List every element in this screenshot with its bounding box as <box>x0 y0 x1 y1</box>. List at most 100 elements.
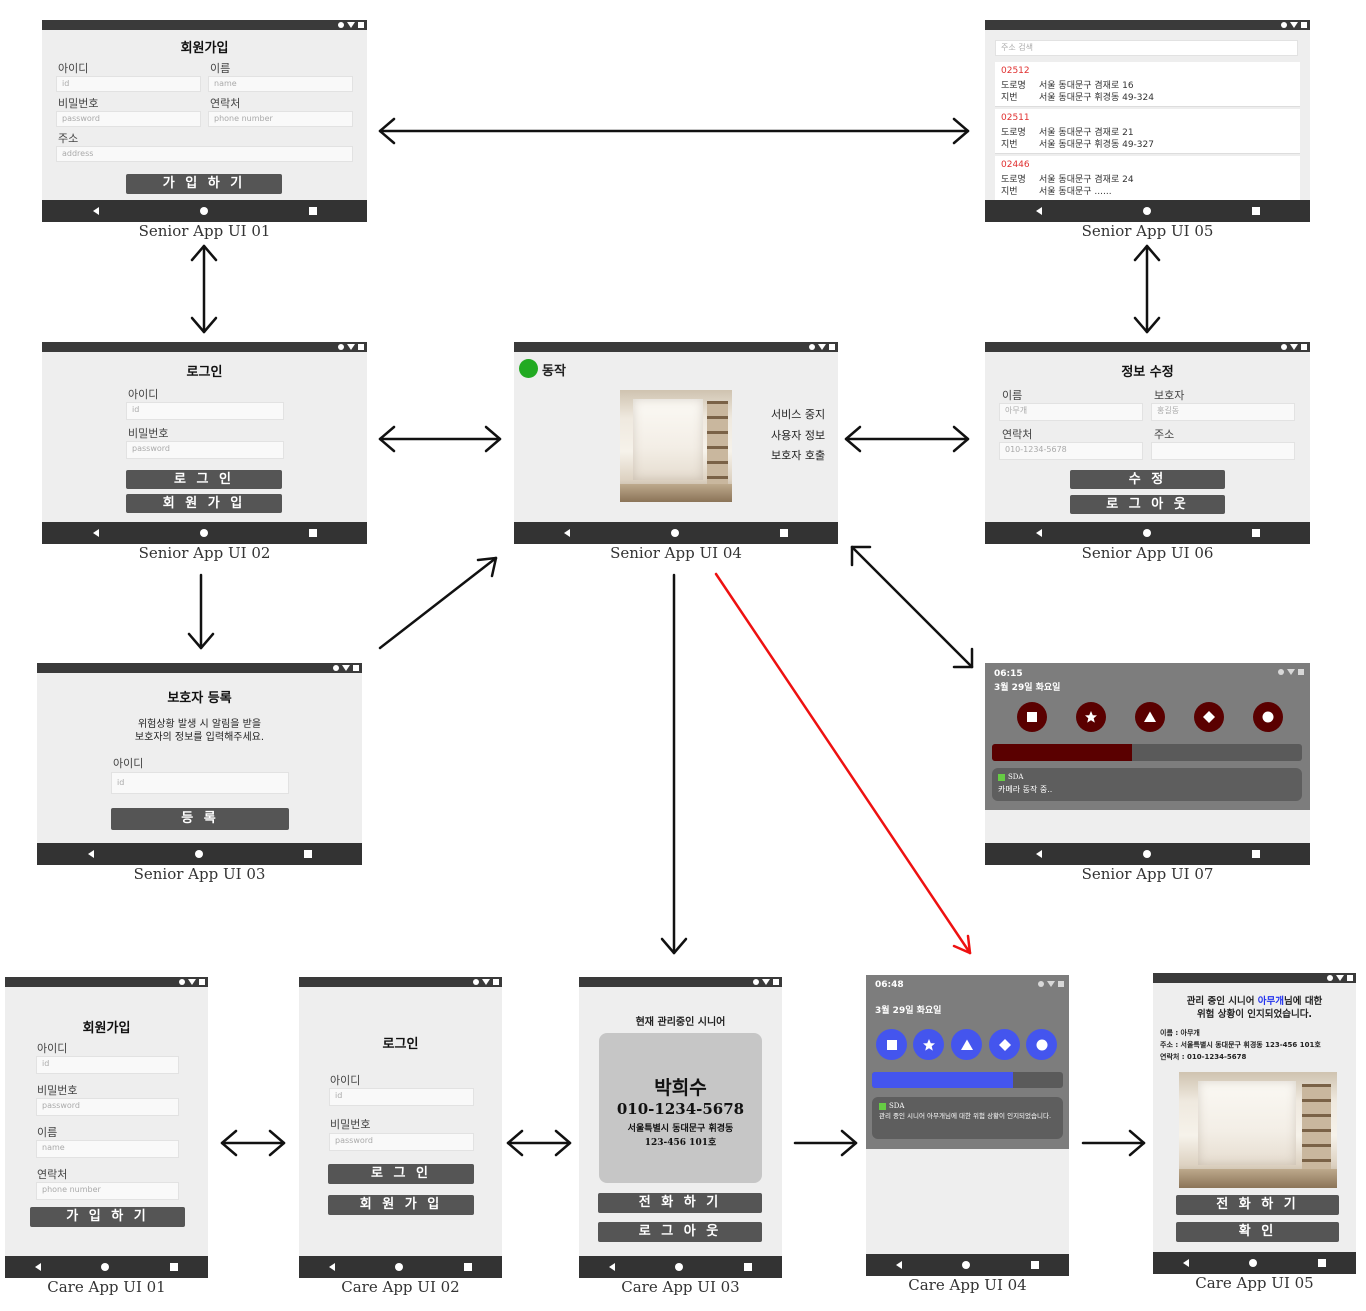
id-input[interactable]: id <box>56 76 201 92</box>
star-tile-icon[interactable] <box>913 1029 944 1060</box>
screen-senior-01: 회원가입 아이디 id 이름 name 비밀번호 password 연락처 ph… <box>42 20 367 222</box>
back-icon[interactable] <box>1035 207 1042 215</box>
signup-button[interactable]: 회 원 가 입 <box>328 1195 474 1215</box>
road-label: 도로명 <box>1001 128 1026 138</box>
login-button[interactable]: 로 그 인 <box>328 1164 474 1184</box>
back-icon[interactable] <box>35 1263 42 1271</box>
phone-label: 연락처 <box>1002 428 1033 441</box>
name-input[interactable]: 아무개 <box>999 403 1143 421</box>
password-input[interactable]: password <box>126 441 284 459</box>
name-input[interactable]: name <box>36 1140 179 1158</box>
home-icon[interactable] <box>1142 207 1151 215</box>
back-icon[interactable] <box>1035 529 1042 537</box>
id-label: 아이디 <box>58 62 89 75</box>
password-input[interactable]: password <box>56 111 201 127</box>
back-icon[interactable] <box>564 529 571 537</box>
home-icon[interactable] <box>1142 850 1151 858</box>
back-icon[interactable] <box>87 850 94 858</box>
recents-icon[interactable] <box>1251 207 1260 215</box>
brightness-slider[interactable] <box>992 744 1302 761</box>
arrow-s2-s3 <box>187 573 215 650</box>
senior-name-highlight: 아무개 <box>1257 996 1285 1007</box>
back-icon[interactable] <box>1183 1259 1190 1267</box>
recents-icon[interactable] <box>743 1263 752 1271</box>
recents-icon[interactable] <box>1030 1261 1039 1269</box>
logout-button[interactable]: 로 그 아 웃 <box>1070 495 1225 514</box>
home-icon[interactable] <box>670 529 679 537</box>
address-result-1[interactable]: 02512 도로명 서울 동대문구 겸재로 16 지번 서울 동대문구 휘경동 … <box>995 62 1300 107</box>
recents-icon[interactable] <box>779 529 788 537</box>
diamond-tile-icon[interactable] <box>989 1029 1020 1060</box>
page-title: 정보 수정 <box>1121 365 1174 380</box>
name-input[interactable]: name <box>208 76 353 92</box>
recents-icon[interactable] <box>169 1263 178 1271</box>
back-icon[interactable] <box>92 529 99 537</box>
diamond-tile-icon[interactable] <box>1194 702 1224 732</box>
guardian-input[interactable]: 홍길동 <box>1151 403 1295 421</box>
notification-card[interactable]: SDA 관리 중인 시니어 아무개님에 대한 위험 상황이 인지되었습니다. <box>872 1097 1063 1139</box>
road-label: 도로명 <box>1001 175 1026 185</box>
confirm-button[interactable]: 확 인 <box>1176 1222 1339 1242</box>
recents-icon[interactable] <box>308 207 317 215</box>
call-button[interactable]: 전 화 하 기 <box>598 1193 762 1213</box>
guardian-id-input[interactable]: id <box>111 772 289 794</box>
phone-input[interactable]: 010-1234-5678 <box>999 442 1143 460</box>
id-input[interactable]: id <box>329 1088 474 1106</box>
notification-card[interactable]: SDA 카메라 동작 중.. <box>992 768 1302 801</box>
logout-button[interactable]: 로 그 아 웃 <box>598 1222 762 1242</box>
login-button[interactable]: 로 그 인 <box>126 470 282 489</box>
id-input[interactable]: id <box>36 1056 179 1074</box>
signup-button[interactable]: 회 원 가 입 <box>126 494 282 513</box>
home-icon[interactable] <box>962 1261 971 1269</box>
address-search-input[interactable]: 주소 검색 <box>995 40 1298 56</box>
call-button[interactable]: 전 화 하 기 <box>1176 1195 1339 1215</box>
brightness-slider[interactable] <box>872 1072 1063 1088</box>
signup-button[interactable]: 가 입 하 기 <box>30 1207 185 1227</box>
circle-tile-icon[interactable] <box>1026 1029 1057 1060</box>
screen-senior-02: 로그인 아이디 id 비밀번호 password 로 그 인 회 원 가 입 <box>42 342 367 544</box>
address-result-3[interactable]: 02446 도로명 서울 동대문구 겸재로 24 지번 서울 동대문구 ....… <box>995 156 1300 201</box>
back-icon[interactable] <box>1035 850 1042 858</box>
home-icon[interactable] <box>199 529 208 537</box>
stop-service-button[interactable]: 서비스 중지 <box>771 408 826 421</box>
signup-button[interactable]: 가 입 하 기 <box>126 174 282 194</box>
circle-tile-icon[interactable] <box>1253 702 1283 732</box>
triangle-tile-icon[interactable] <box>951 1029 982 1060</box>
home-icon[interactable] <box>199 207 208 215</box>
recents-icon[interactable] <box>308 529 317 537</box>
stop-tile-icon[interactable] <box>1017 702 1047 732</box>
edit-button[interactable]: 수 정 <box>1070 470 1225 489</box>
user-info-button[interactable]: 사용자 정보 <box>771 429 826 442</box>
phone-input[interactable]: phone number <box>36 1182 179 1200</box>
star-tile-icon[interactable] <box>1076 702 1106 732</box>
address-input[interactable]: address <box>56 146 353 162</box>
password-input[interactable]: password <box>36 1098 179 1116</box>
address-result-2[interactable]: 02511 도로명 서울 동대문구 겸재로 21 지번 서울 동대문구 휘경동 … <box>995 109 1300 154</box>
id-input[interactable]: id <box>126 402 284 420</box>
home-icon[interactable] <box>1142 529 1151 537</box>
password-input[interactable]: password <box>329 1133 474 1151</box>
recents-icon[interactable] <box>1251 850 1260 858</box>
lot-address: 서울 동대문구 ...... <box>1039 187 1112 197</box>
back-icon[interactable] <box>896 1261 903 1269</box>
camera-capture-image <box>1179 1072 1337 1188</box>
back-icon[interactable] <box>609 1263 616 1271</box>
register-button[interactable]: 등 록 <box>111 808 289 830</box>
home-icon[interactable] <box>194 850 203 858</box>
recents-icon[interactable] <box>303 850 312 858</box>
home-icon[interactable] <box>101 1263 110 1271</box>
call-guardian-button[interactable]: 보호자 호출 <box>771 449 826 462</box>
stop-tile-icon[interactable] <box>876 1029 907 1060</box>
home-icon[interactable] <box>395 1263 404 1271</box>
recents-icon[interactable] <box>1251 529 1260 537</box>
recents-icon[interactable] <box>463 1263 472 1271</box>
address-input[interactable] <box>1151 442 1295 460</box>
home-icon[interactable] <box>675 1263 684 1271</box>
back-icon[interactable] <box>92 207 99 215</box>
status-bar <box>37 663 362 673</box>
back-icon[interactable] <box>329 1263 336 1271</box>
recents-icon[interactable] <box>1317 1259 1326 1267</box>
home-icon[interactable] <box>1249 1259 1258 1267</box>
triangle-tile-icon[interactable] <box>1135 702 1165 732</box>
phone-input[interactable]: phone number <box>208 111 353 127</box>
